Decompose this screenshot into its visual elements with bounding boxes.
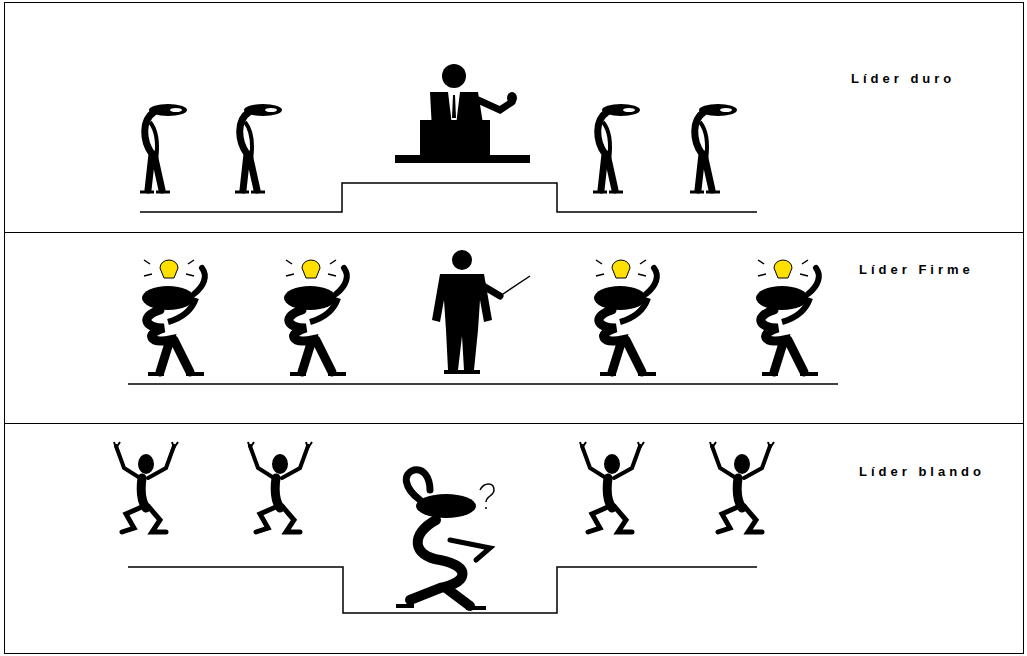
leader-label: Líder Firme (859, 262, 974, 277)
leader-band: Líder blando (4, 423, 1024, 654)
leader-band: Líder Firme (4, 232, 1024, 424)
leader-label: Líder duro (851, 71, 955, 86)
leader-label: Líder blando (859, 464, 985, 479)
leader-band: Líder duro (4, 2, 1024, 233)
